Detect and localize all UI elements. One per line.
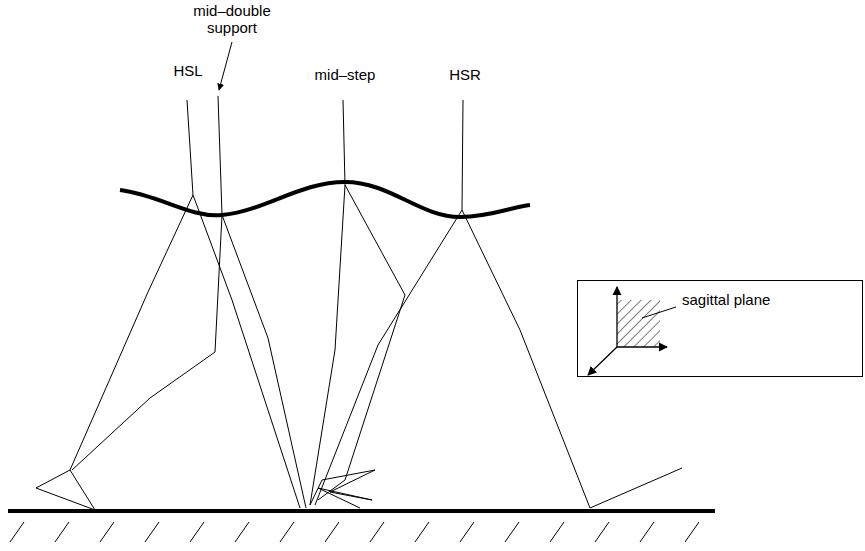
figure-label: HSL xyxy=(168,62,208,79)
com-trajectory xyxy=(120,182,530,217)
trunk xyxy=(343,100,345,185)
figure-label: mid–double support xyxy=(186,2,278,36)
leader-line xyxy=(642,307,676,318)
legend-label: sagittal plane xyxy=(682,291,770,308)
ground-line xyxy=(8,509,715,513)
figure-label: HSR xyxy=(445,66,485,83)
foot-cluster xyxy=(310,470,375,508)
legend-box: sagittal plane xyxy=(577,280,863,377)
trunk xyxy=(218,96,222,215)
axis-icon xyxy=(588,287,667,375)
ground-hatching xyxy=(10,522,699,542)
leader-arrow xyxy=(219,42,232,90)
figure-label: mid–step xyxy=(305,66,385,83)
trunk xyxy=(187,100,193,195)
trunk xyxy=(462,100,463,210)
stance-leg xyxy=(310,185,345,505)
trailing-leg xyxy=(72,215,222,470)
swing-leg xyxy=(318,185,405,500)
leading-leg xyxy=(193,195,300,508)
trailing-leg xyxy=(36,195,193,510)
plane-hatch xyxy=(617,300,660,347)
trailing-leg xyxy=(315,210,462,505)
leading-leg xyxy=(222,215,306,508)
stick-figures xyxy=(36,96,682,510)
leading-leg xyxy=(462,210,682,508)
